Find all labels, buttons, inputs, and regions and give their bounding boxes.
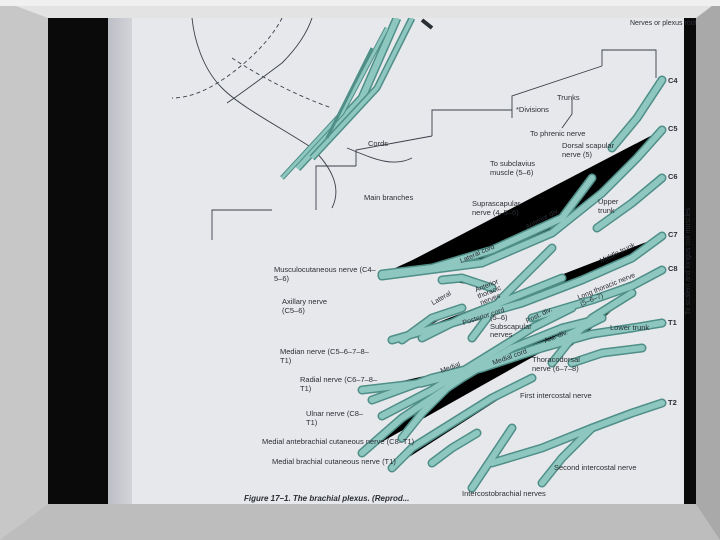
figure-caption: Figure 17–1. The brachial plexus. (Repro… [244, 494, 409, 503]
root-label-c5: C5 [668, 124, 678, 133]
label-lower-trunk: Lower trunk [610, 324, 649, 333]
label-nerves-or-plexus-roots: Nerves or plexus roots [630, 20, 696, 29]
label-upper-trunk: Upper trunk [598, 198, 634, 215]
label-radial: Radial nerve (C6–7–8–T1) [300, 376, 380, 393]
label-to-phrenic-nerve: To phrenic nerve [530, 130, 585, 139]
label-divisions: *Divisions [516, 106, 549, 115]
label-to-scaleni: To scaleni and longus coli muscles [685, 208, 692, 315]
label-cords: Cords [368, 140, 388, 149]
label-thoracodorsal: Thoracodorsal nerve (6–7–8) [532, 356, 598, 373]
label-suprascapular: Suprascapular nerve (4–5–6) [472, 200, 534, 217]
label-dorsal-scapular-nerve: Dorsal scapular nerve (5) [562, 142, 616, 159]
label-median: Median nerve (C5–6–7–8–T1) [280, 348, 380, 365]
root-label-c4: C4 [668, 76, 678, 85]
nerve-bundle-top [282, 18, 432, 178]
root-label-c6: C6 [668, 172, 678, 181]
label-ulnar: Ulnar nerve (C8–T1) [306, 410, 366, 427]
book-photograph: .n { fill:none; stroke:#4f8f88; stroke-l… [48, 18, 696, 504]
label-trunks: Trunks [557, 94, 580, 103]
root-label-c7: C7 [668, 230, 678, 239]
label-medial-brachial: Medial brachial cutaneous nerve (T1) [272, 458, 402, 467]
book-page: .n { fill:none; stroke:#4f8f88; stroke-l… [132, 18, 684, 504]
label-musculocutaneous: Musculocutaneous nerve (C4–5–6) [274, 266, 384, 283]
root-label-t2: T2 [668, 398, 677, 407]
label-to-subclavius: To subclavius muscle (5–6) [490, 160, 556, 177]
label-first-intercostal: First intercostal nerve [520, 392, 592, 401]
label-axillary: Axillary nerve (C5–6) [282, 298, 340, 315]
label-medial-antebrachial: Medial antebrachial cutaneous nerve (C8–… [262, 438, 422, 447]
label-main-branches: Main branches [364, 194, 413, 203]
root-label-t1: T1 [668, 318, 677, 327]
root-label-c8: C8 [668, 264, 678, 273]
label-intercostobrachial: Intercostobrachial nerves [462, 490, 546, 499]
label-second-intercostal: Second intercostal nerve [554, 464, 637, 473]
